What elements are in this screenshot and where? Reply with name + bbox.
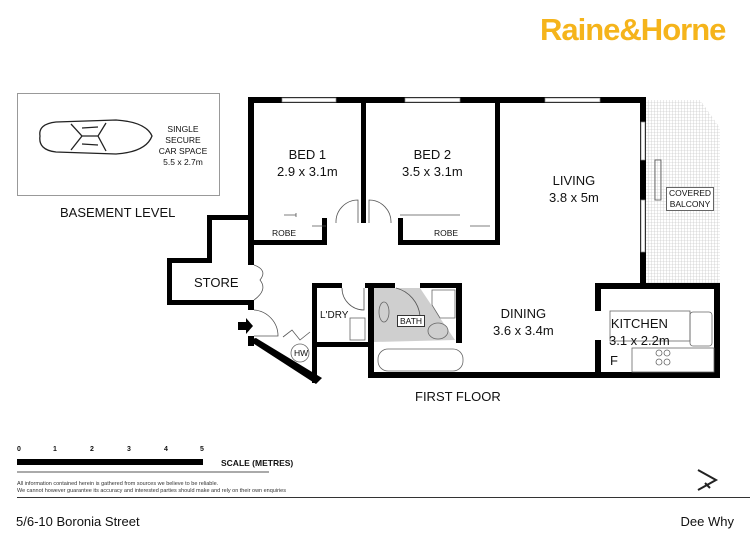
bed1-label: BED 1 2.9 x 3.1m	[277, 146, 338, 180]
robe2-label: ROBE	[434, 228, 459, 238]
scale-tick: 5	[200, 446, 204, 453]
store-label: STORE	[194, 275, 239, 290]
raine-horne-logo: Raine&Horne	[540, 12, 726, 47]
doors	[253, 159, 662, 341]
scale-bar	[17, 459, 269, 473]
scale-tick: 0	[17, 446, 21, 453]
dining-label: DINING 3.6 x 3.4m	[493, 305, 554, 339]
car-line-3: CAR SPACE	[158, 146, 208, 156]
living-name: LIVING	[552, 173, 596, 188]
car-line-1: SINGLE	[167, 124, 199, 134]
robe1-label: ROBE	[272, 228, 297, 238]
scale-tick: 4	[164, 446, 168, 453]
car-line-2: SECURE	[165, 135, 201, 145]
address: 5/6-10 Boronia Street	[16, 514, 140, 529]
entry-arrow-icon	[238, 318, 253, 334]
car-space-box: SINGLE SECURE CAR SPACE 5.5 x 2.7m	[17, 93, 220, 196]
scale-label: SCALE (METRES)	[221, 458, 294, 468]
basement-label: BASEMENT LEVEL	[60, 205, 176, 220]
north-arrow-icon	[697, 469, 719, 491]
scale-tick: 2	[90, 446, 94, 453]
laundry-label: L'DRY	[320, 310, 349, 321]
dining-name: DINING	[500, 306, 547, 321]
footer-divider	[17, 497, 750, 498]
kitchen-size: 3.1 x 2.2m	[609, 333, 670, 348]
balcony-label: COVERED BALCONY	[666, 187, 715, 211]
windows	[281, 97, 646, 253]
car-line-4: 5.5 x 2.7m	[163, 157, 203, 167]
car-icon	[39, 119, 153, 155]
disclaimer-line-2: We cannot however guarantee its accuracy…	[17, 488, 286, 494]
balcony-line-1: COVERED	[669, 188, 712, 198]
fridge-label: F	[610, 353, 618, 368]
fixtures	[290, 289, 715, 373]
hw-label: HW	[294, 348, 309, 358]
floor-label: FIRST FLOOR	[415, 389, 501, 404]
bed2-label: BED 2 3.5 x 3.1m	[402, 146, 463, 180]
bed1-name: BED 1	[288, 147, 327, 162]
disclaimer: All information contained herein is gath…	[17, 481, 286, 495]
bath-label: BATH	[397, 315, 426, 327]
living-label: LIVING 3.8 x 5m	[549, 172, 599, 206]
dining-size: 3.6 x 3.4m	[493, 323, 554, 338]
bed1-size: 2.9 x 3.1m	[277, 164, 338, 179]
suburb: Dee Why	[680, 514, 734, 529]
scale-tick: 3	[127, 446, 131, 453]
scale-tick: 1	[53, 446, 57, 453]
balcony-line-2: BALCONY	[669, 199, 711, 209]
bed2-name: BED 2	[413, 147, 452, 162]
bed2-size: 3.5 x 3.1m	[402, 164, 463, 179]
disclaimer-line-1: All information contained herein is gath…	[17, 481, 219, 487]
kitchen-label: KITCHEN 3.1 x 2.2m	[609, 315, 670, 349]
living-size: 3.8 x 5m	[549, 190, 599, 205]
kitchen-name: KITCHEN	[610, 316, 668, 331]
